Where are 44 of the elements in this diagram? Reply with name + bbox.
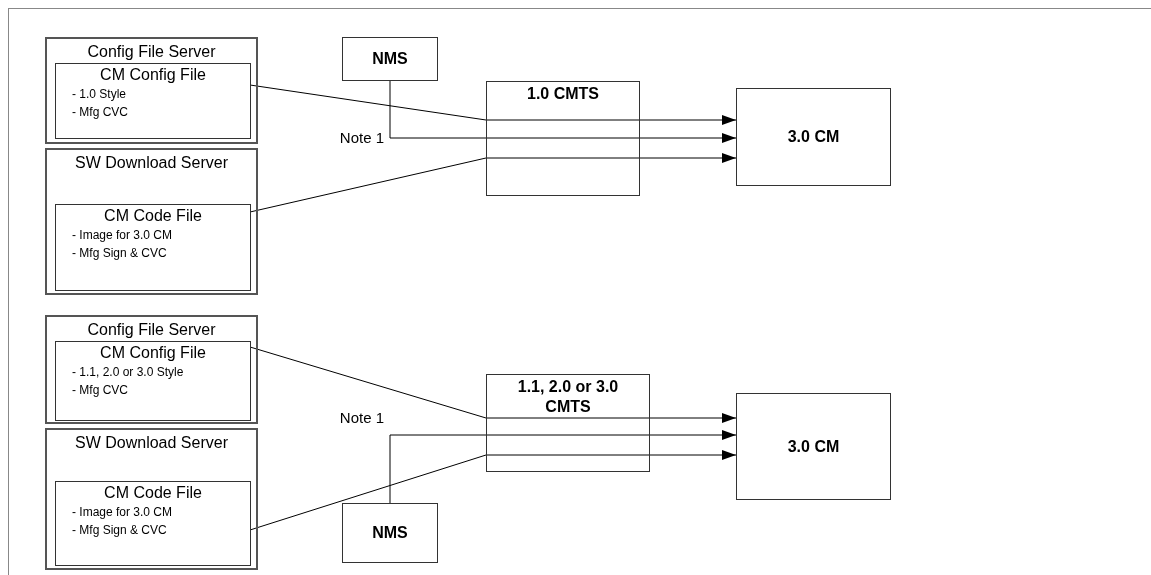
node-label: 1.1, 2.0 or 3.0 CMTS: [516, 377, 620, 417]
node-label: CM Config File: [99, 65, 207, 85]
node-label: 1.0 CMTS: [527, 84, 599, 104]
node-label: SW Download Server: [74, 433, 229, 453]
node-label: CM Code File: [103, 483, 203, 503]
server-box: [45, 315, 258, 424]
node-label: CM Config File: [99, 343, 207, 363]
file-box: [55, 204, 251, 291]
component-box: [342, 503, 438, 563]
node-label: 3.0 CM: [787, 436, 840, 457]
bullet-text: - Mfg Sign & CVC: [71, 245, 168, 262]
arrow: [649, 450, 737, 460]
node-label: Config File Server: [86, 42, 217, 62]
arrow: [649, 430, 737, 440]
node-label: 3.0 CM: [787, 127, 840, 147]
node-label: CM Code File: [103, 206, 203, 226]
bullet-text: - Image for 3.0 CM: [71, 504, 174, 521]
note-label: Note 1: [338, 409, 384, 427]
component-box: [342, 37, 438, 81]
bullet-text: - Mfg CVC: [71, 104, 129, 121]
node-label: SW Download Server: [74, 153, 229, 173]
server-box: [45, 148, 258, 295]
arrow: [639, 115, 737, 125]
bullet-text: - Mfg Sign & CVC: [71, 522, 168, 539]
file-box: [55, 481, 251, 566]
arrow: [639, 133, 737, 143]
component-box: [736, 393, 891, 500]
file-box: [55, 63, 251, 139]
server-box: [45, 428, 258, 570]
bullet-text: - 1.1, 2.0 or 3.0 Style: [71, 364, 185, 381]
node-label: NMS: [372, 523, 408, 543]
bullet-text: - Mfg CVC: [71, 382, 129, 399]
bullet-text: - 1.0 Style: [71, 86, 128, 103]
bullet-text: - Image for 3.0 CM: [71, 227, 174, 244]
arrow: [639, 153, 737, 163]
note-label: Note 1: [338, 129, 384, 147]
arrow: [649, 413, 737, 423]
component-box: [486, 374, 650, 472]
server-box: [45, 37, 258, 144]
node-label: Config File Server: [86, 320, 217, 340]
component-box: [486, 81, 640, 196]
node-label: NMS: [372, 49, 408, 69]
component-box: [736, 88, 891, 186]
file-box: [55, 341, 251, 421]
